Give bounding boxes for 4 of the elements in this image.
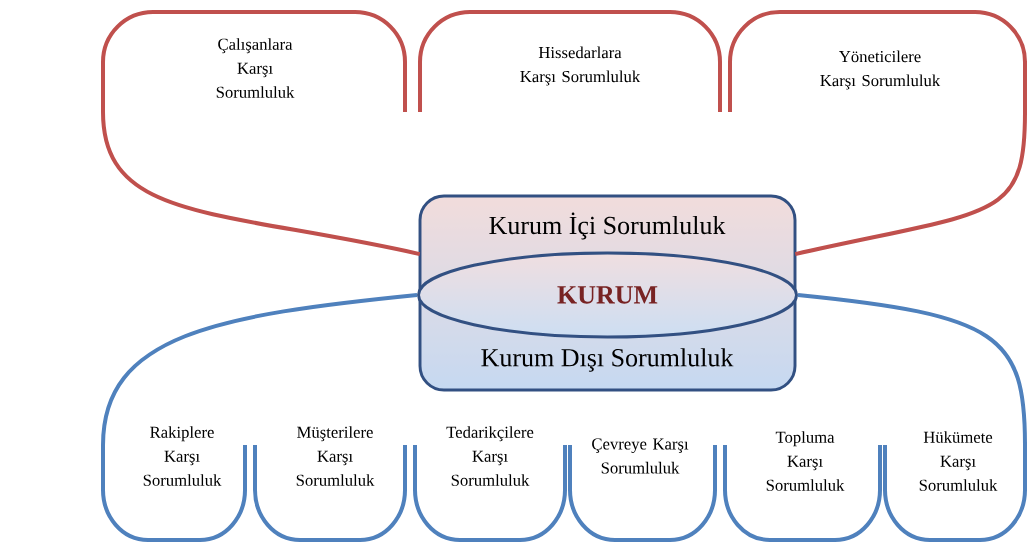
- connector-curve: [101, 293, 418, 446]
- connector-curve: [794, 111, 1027, 257]
- connector-curve: [797, 293, 1027, 446]
- connector-curve: [101, 111, 421, 257]
